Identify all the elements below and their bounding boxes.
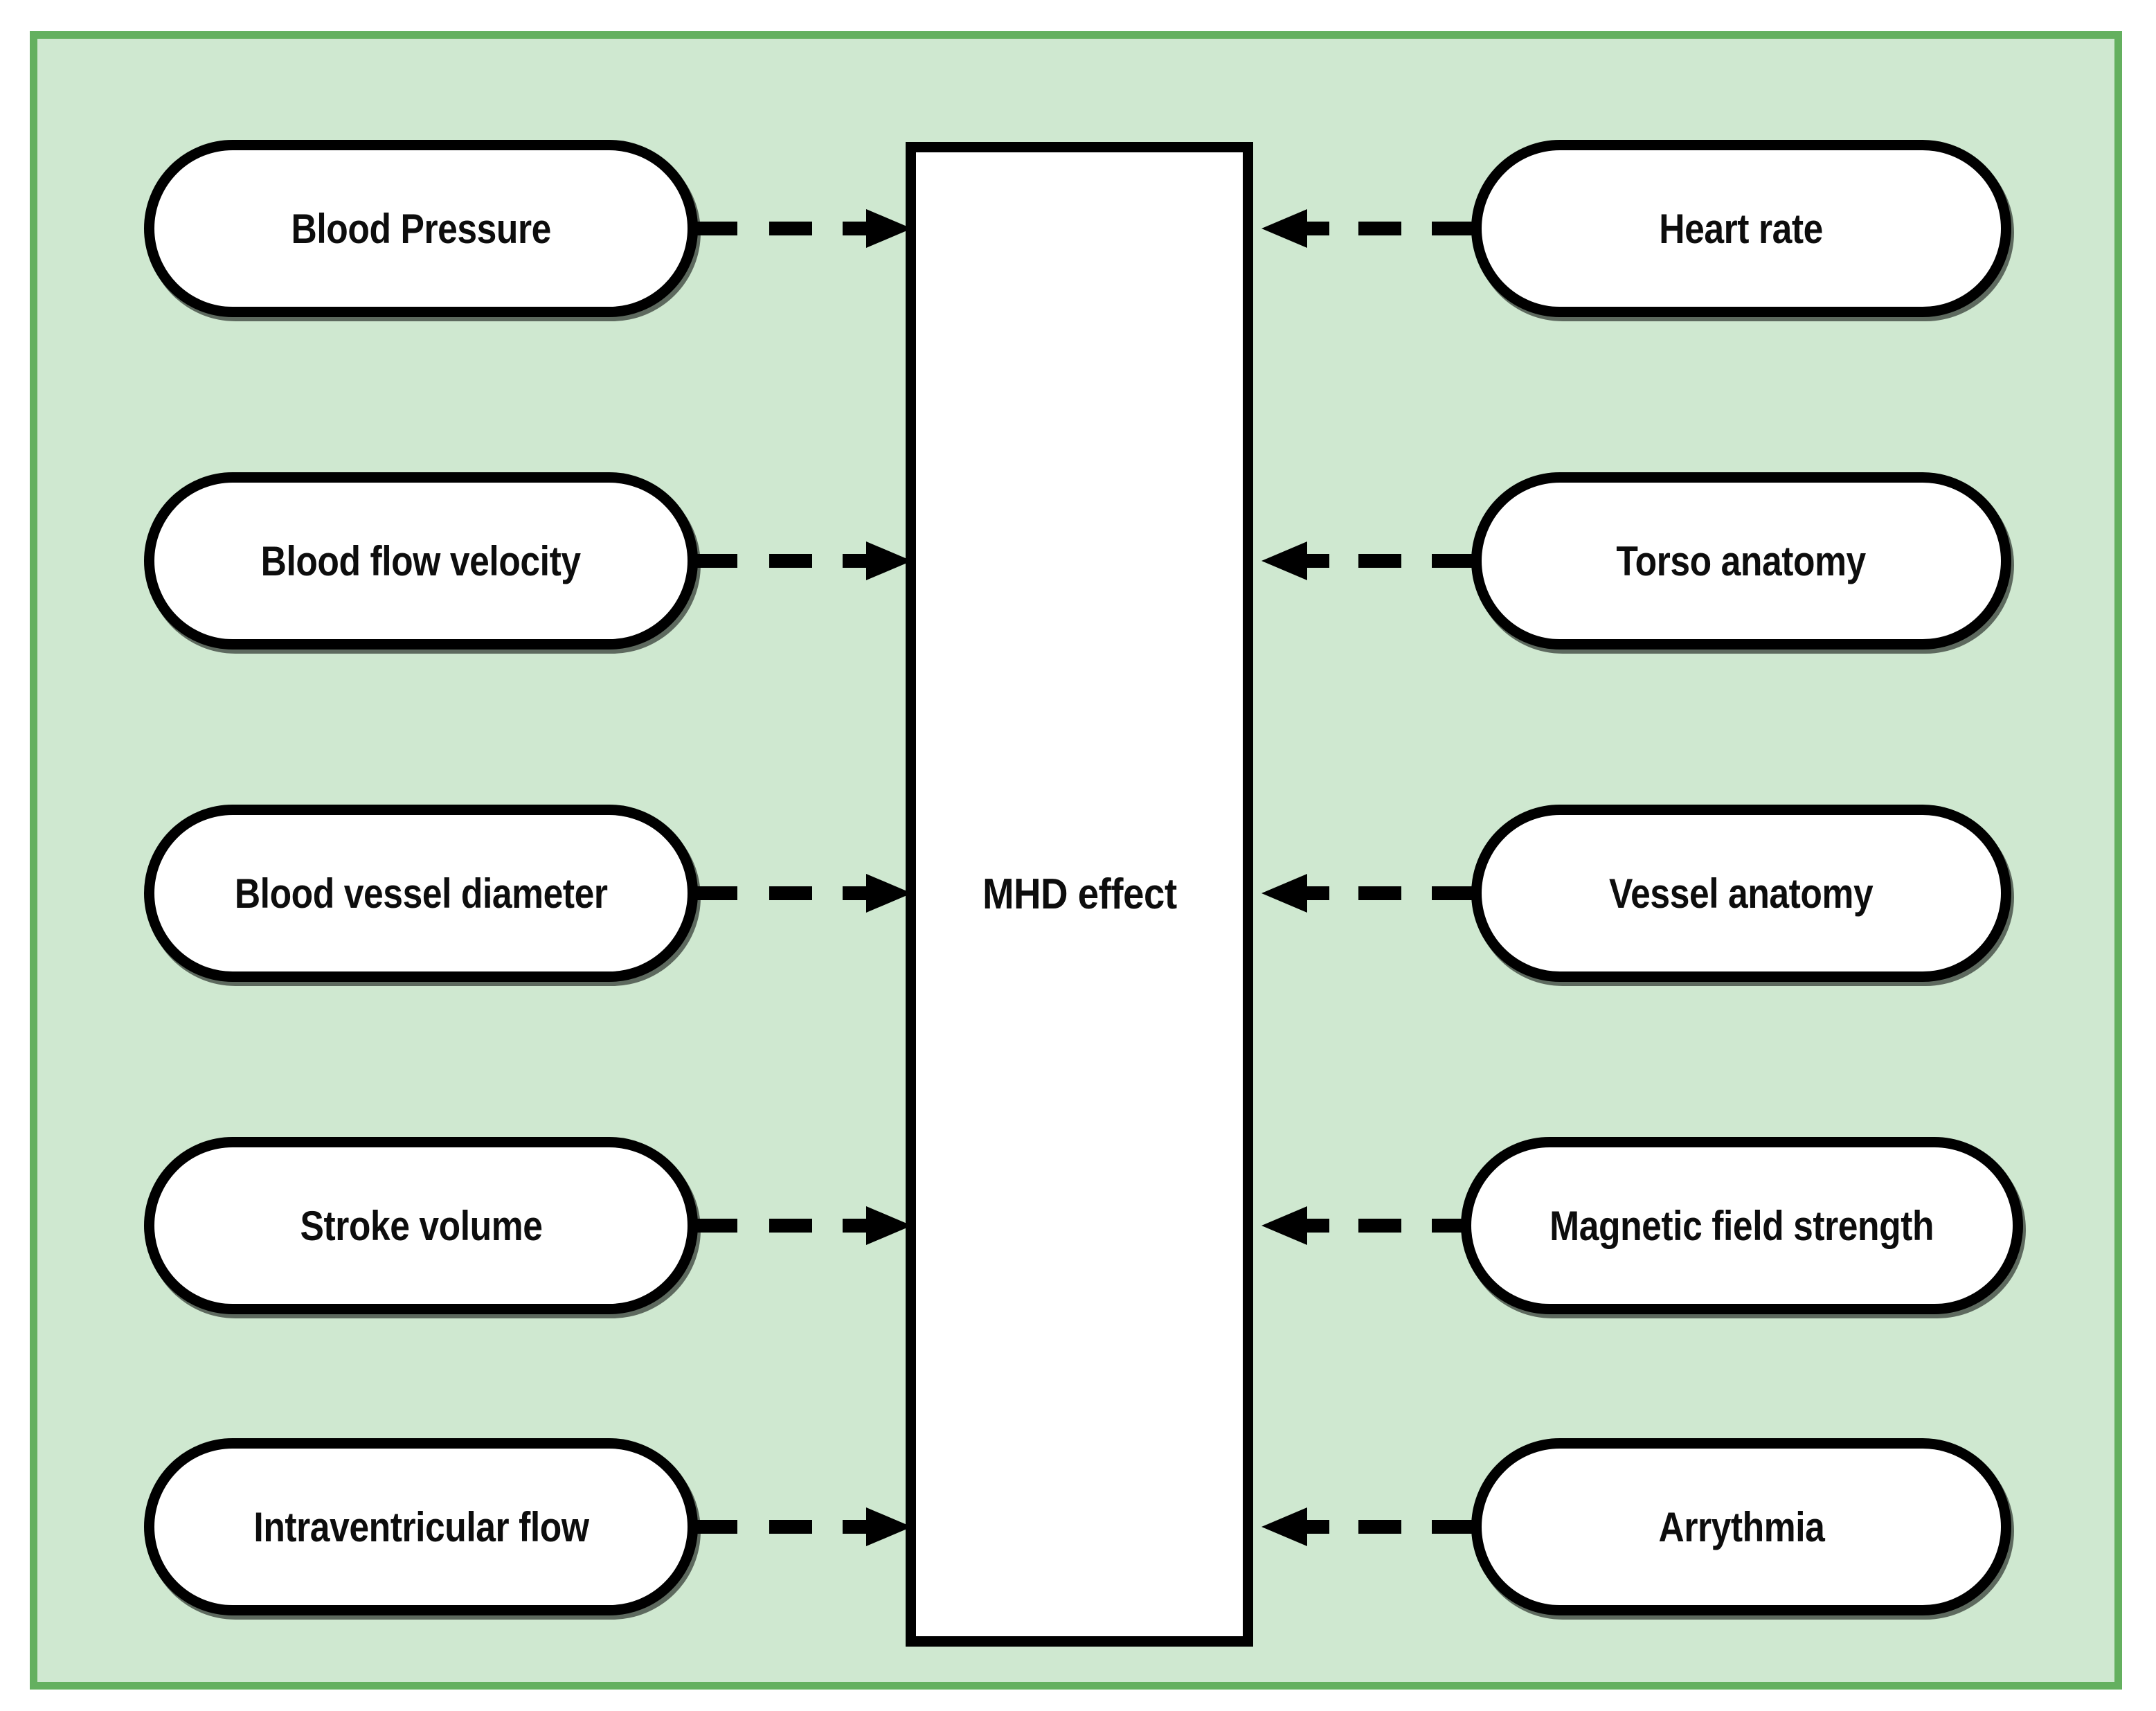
node-stroke-volume[interactable]: Stroke volume — [144, 1137, 698, 1314]
node-blood-pressure[interactable]: Blood Pressure — [144, 140, 698, 317]
node-label: Blood vessel diameter — [234, 870, 608, 917]
node-arrythmia[interactable]: Arrythmia — [1471, 1438, 2011, 1615]
node-label: Blood flow velocity — [260, 537, 582, 584]
dash-segment — [769, 1219, 812, 1233]
arrowhead-right-icon — [866, 874, 912, 913]
dash-segment — [843, 222, 870, 235]
diagram-row-3: Blood vessel diameter Vessel anatomy — [0, 796, 2156, 990]
center-node-label: MHD effect — [982, 870, 1177, 918]
dash-segment — [694, 886, 737, 900]
arrowhead-left-icon — [1261, 209, 1307, 248]
dash-segment — [843, 554, 870, 568]
dash-segment — [1432, 554, 1475, 568]
dash-segment — [1300, 1219, 1329, 1233]
node-blood-vessel-diameter[interactable]: Blood vessel diameter — [144, 805, 698, 982]
node-label: Blood Pressure — [291, 205, 551, 252]
arrowhead-left-icon — [1261, 1507, 1307, 1546]
dash-segment — [694, 222, 737, 235]
dash-segment — [694, 1520, 737, 1534]
arrowhead-right-icon — [866, 1206, 912, 1245]
node-label: Stroke volume — [300, 1202, 542, 1249]
arrow-right-5 — [694, 1507, 912, 1546]
arrow-left-5 — [1261, 1507, 1475, 1546]
arrowhead-left-icon — [1261, 874, 1307, 913]
dash-segment — [769, 886, 812, 900]
node-label: Arrythmia — [1658, 1503, 1824, 1550]
dash-segment — [1358, 222, 1401, 235]
arrowhead-right-icon — [866, 1507, 912, 1546]
arrow-left-2 — [1261, 541, 1475, 580]
node-label: Intraventricular flow — [253, 1503, 589, 1550]
node-label: Torso anatomy — [1616, 537, 1867, 584]
dash-segment — [1358, 554, 1401, 568]
node-label: Magnetic field strength — [1549, 1202, 1934, 1249]
dash-segment — [1300, 886, 1329, 900]
dash-segment — [1358, 1520, 1401, 1534]
node-label: Vessel anatomy — [1609, 870, 1874, 917]
dash-segment — [769, 554, 812, 568]
dash-segment — [1300, 222, 1329, 235]
arrow-right-2 — [694, 541, 912, 580]
node-intraventricular-flow[interactable]: Intraventricular flow — [144, 1438, 698, 1615]
dash-segment — [843, 1520, 870, 1534]
diagram-row-1: Blood Pressure Heart rate — [0, 132, 2156, 325]
dash-segment — [1300, 554, 1329, 568]
node-blood-flow-velocity[interactable]: Blood flow velocity — [144, 472, 698, 650]
dash-segment — [1300, 1520, 1329, 1534]
node-magnetic-field-strength[interactable]: Magnetic field strength — [1461, 1137, 2023, 1314]
arrowhead-left-icon — [1261, 541, 1307, 580]
arrowhead-right-icon — [866, 541, 912, 580]
dash-segment — [769, 222, 812, 235]
dash-segment — [769, 1520, 812, 1534]
node-vessel-anatomy[interactable]: Vessel anatomy — [1471, 805, 2011, 982]
arrow-left-4 — [1261, 1206, 1475, 1245]
diagram-row-4: Stroke volume Magnetic field strength — [0, 1129, 2156, 1323]
dash-segment — [843, 886, 870, 900]
arrow-left-1 — [1261, 209, 1475, 248]
dash-segment — [694, 554, 737, 568]
dash-segment — [1432, 222, 1475, 235]
dash-segment — [1358, 886, 1401, 900]
arrowhead-right-icon — [866, 209, 912, 248]
node-label: Heart rate — [1659, 205, 1824, 252]
diagram-row-5: Intraventricular flow Arrythmia — [0, 1430, 2156, 1624]
dash-segment — [1358, 1219, 1401, 1233]
arrowhead-left-icon — [1261, 1206, 1307, 1245]
arrow-right-3 — [694, 874, 912, 913]
diagram-row-2: Blood flow velocity Torso anatomy — [0, 464, 2156, 658]
dash-segment — [694, 1219, 737, 1233]
arrow-right-1 — [694, 209, 912, 248]
node-mhd-effect[interactable]: MHD effect — [906, 142, 1253, 1647]
dash-segment — [1432, 886, 1475, 900]
arrow-right-4 — [694, 1206, 912, 1245]
dash-segment — [843, 1219, 870, 1233]
arrow-left-3 — [1261, 874, 1475, 913]
dash-segment — [1432, 1520, 1475, 1534]
node-torso-anatomy[interactable]: Torso anatomy — [1471, 472, 2011, 650]
node-heart-rate[interactable]: Heart rate — [1471, 140, 2011, 317]
